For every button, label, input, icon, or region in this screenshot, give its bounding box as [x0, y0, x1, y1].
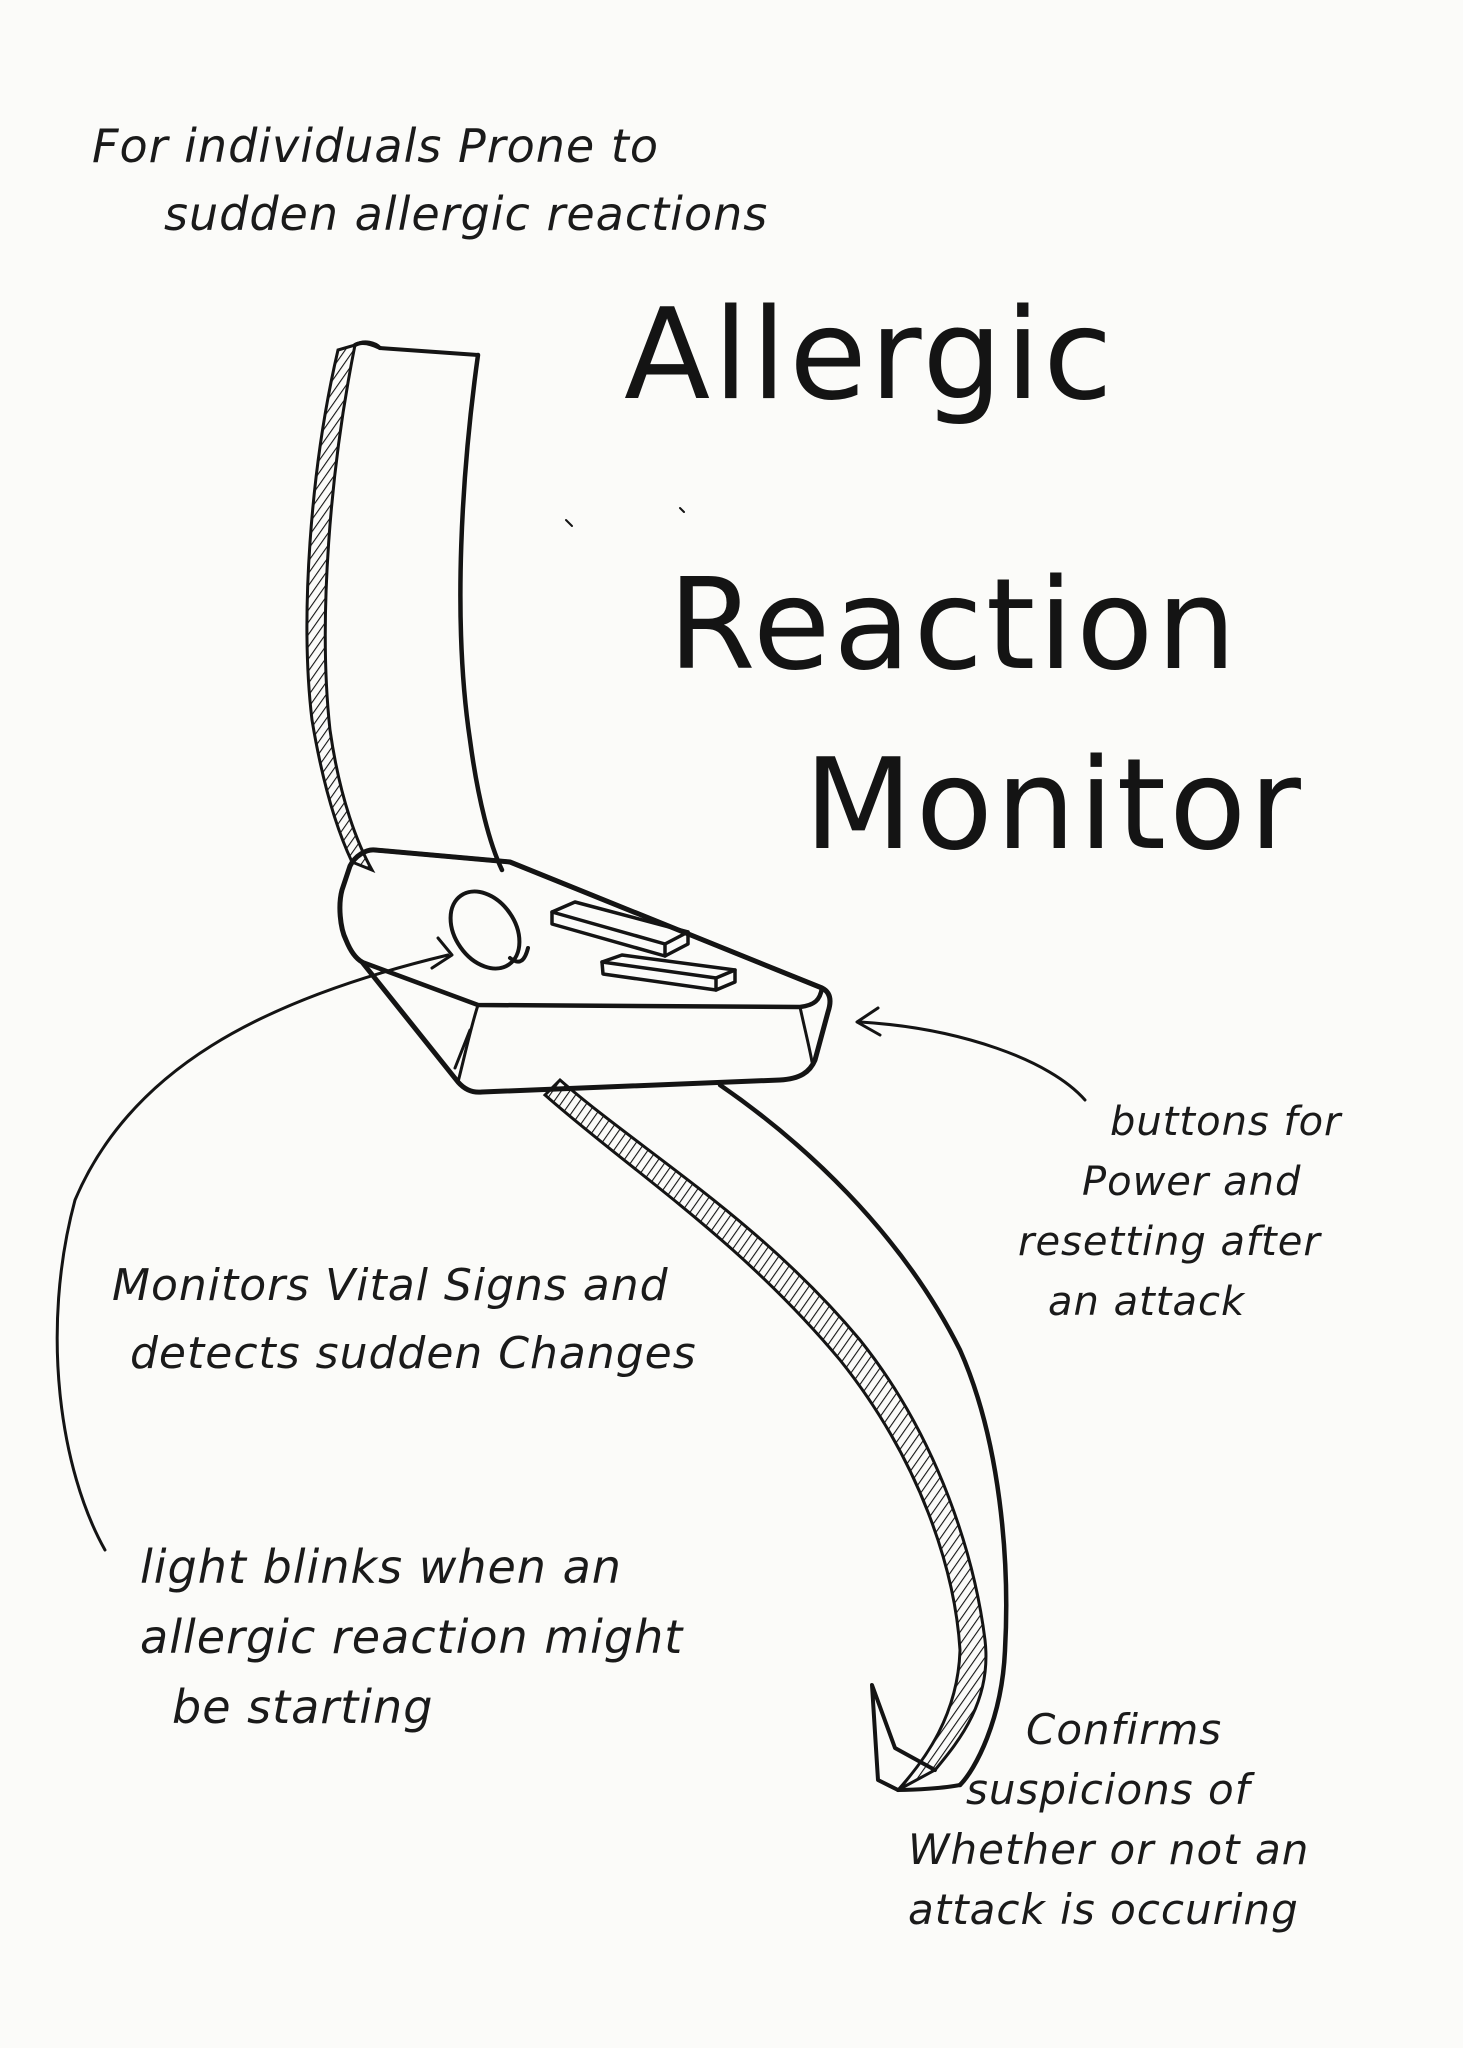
light-annotation: light blinks when an allergic reaction m… [140, 1532, 683, 1742]
annotation-line: Monitors Vital Signs and [112, 1260, 669, 1311]
title-line: Allergic [624, 281, 1116, 428]
annotation-line: Confirms [1026, 1705, 1223, 1754]
intro-text: For individuals Prone to sudden allergic… [92, 112, 768, 248]
confirms-annotation: Confirms suspicions of Whether or not an… [908, 1700, 1309, 1940]
annotation-line: Power and [1082, 1159, 1302, 1205]
annotation-line: attack is occuring [908, 1885, 1299, 1934]
light-button-sketch [448, 889, 530, 971]
pointer-arrow [55, 953, 450, 1552]
annotation-line: detects sudden Changes [130, 1328, 697, 1379]
monitor-device-body [337, 847, 833, 1095]
annotation-line: allergic reaction might [140, 1610, 684, 1664]
title-line: Monitor [804, 731, 1304, 878]
annotation-line: be starting [172, 1680, 434, 1734]
monitors-annotation: Monitors Vital Signs and detects sudden … [112, 1252, 697, 1388]
control-buttons-sketch [550, 900, 737, 992]
annotation-line: Whether or not an [908, 1825, 1310, 1874]
annotation-line: suspicions of [966, 1765, 1251, 1814]
buttons-annotation: buttons for Power and resetting after an… [1018, 1092, 1342, 1332]
pointer-arrow [858, 1020, 1087, 1102]
intro-line: sudden allergic reactions [164, 187, 769, 241]
strap-upper-edge [305, 342, 376, 873]
annotation-line: an attack [1048, 1279, 1246, 1325]
annotation-line: buttons for [1110, 1099, 1342, 1145]
annotation-line: light blinks when an [140, 1540, 622, 1594]
annotation-line: resetting after [1018, 1219, 1321, 1265]
intro-line: For individuals Prone to [92, 119, 660, 173]
title-line: Reaction [668, 551, 1240, 698]
